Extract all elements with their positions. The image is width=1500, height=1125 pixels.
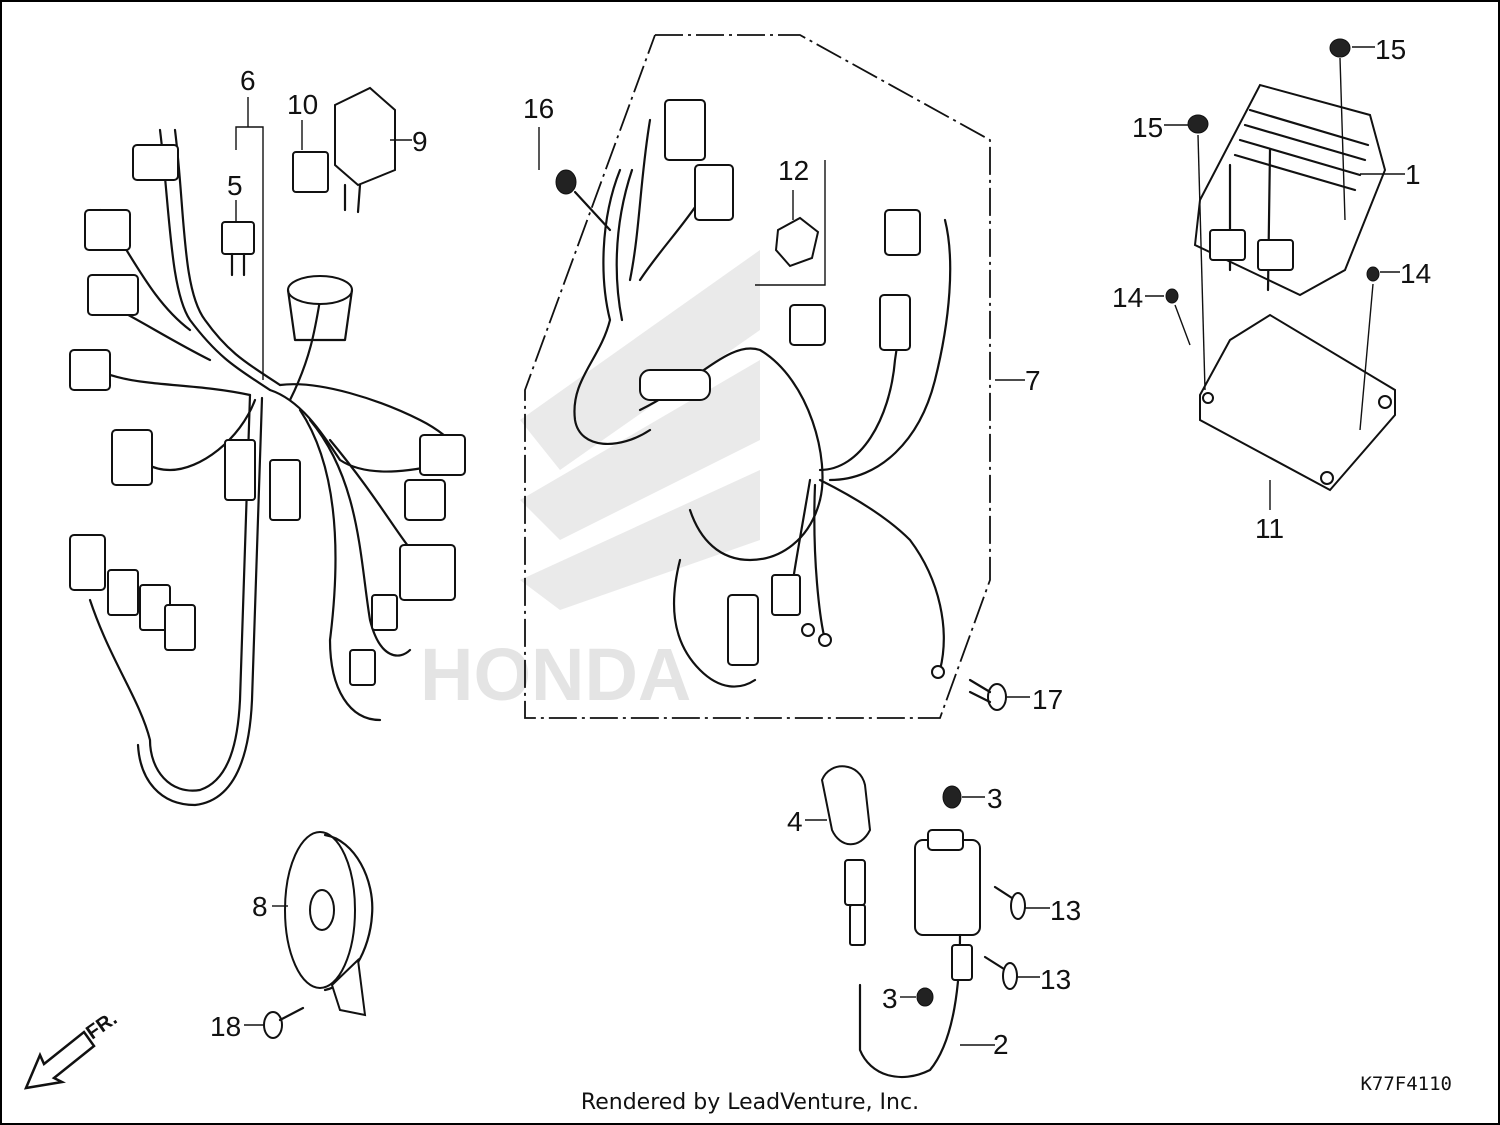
- callout-1: 1: [1405, 159, 1421, 190]
- diagram-code: K77F4110: [1360, 1073, 1452, 1095]
- callout-13-top: 13: [1050, 895, 1081, 926]
- bracket-11: [1199, 313, 1396, 492]
- main-wire-harness: [69, 128, 466, 807]
- callout-9: 9: [412, 126, 428, 157]
- bolt-17: [968, 678, 1007, 711]
- callout-3-top: 3: [987, 783, 1003, 814]
- callout-18: 18: [210, 1011, 241, 1042]
- sub-harness-outline: [524, 34, 991, 719]
- callout-16: 16: [523, 93, 554, 124]
- honda-watermark: HONDA: [420, 250, 760, 716]
- sub-wire-harness: [573, 99, 952, 688]
- callout-11: 11: [1255, 513, 1284, 544]
- ignition-coil: [858, 829, 981, 1079]
- callout-14-left: 14: [1112, 282, 1143, 313]
- callout-8: 8: [252, 891, 268, 922]
- callout-5: 5: [227, 170, 243, 201]
- watermark-text: HONDA: [420, 633, 691, 716]
- callout-10: 10: [287, 89, 318, 120]
- callout-12: 12: [778, 155, 809, 186]
- spark-plug-cap: [820, 765, 872, 946]
- relay-5: [221, 221, 255, 277]
- callout-17: 17: [1032, 684, 1063, 715]
- bolt-18: [263, 1006, 305, 1039]
- screws-3-13: [916, 785, 1026, 1007]
- callout-15-top: 15: [1375, 34, 1406, 65]
- bolts-14-15: [1165, 38, 1380, 431]
- leader-12-bracket: [755, 160, 826, 286]
- callout-14-right: 14: [1400, 258, 1431, 289]
- callout-4: 4: [787, 806, 803, 837]
- callout-7: 7: [1025, 365, 1041, 396]
- callout-15-left: 15: [1132, 112, 1163, 143]
- callout-3-bottom: 3: [882, 983, 898, 1014]
- callout-6: 6: [240, 65, 256, 96]
- clip-12: [774, 216, 820, 268]
- callout-2: 2: [993, 1029, 1009, 1060]
- callout-13-bottom: 13: [1040, 964, 1071, 995]
- relay-9: [334, 86, 396, 214]
- horn: [284, 831, 374, 1017]
- callouts: 1 2 3 3 4 5 6 7 8 9 10 11 12 13 13 14: [210, 34, 1431, 1060]
- credit-text: Rendered by LeadVenture, Inc.: [580, 1090, 920, 1115]
- bolt-16: [555, 169, 612, 232]
- regulator-rectifier: [1193, 83, 1387, 297]
- fuse-10: [292, 151, 329, 193]
- front-direction-arrow-icon: FR.: [23, 1008, 121, 1090]
